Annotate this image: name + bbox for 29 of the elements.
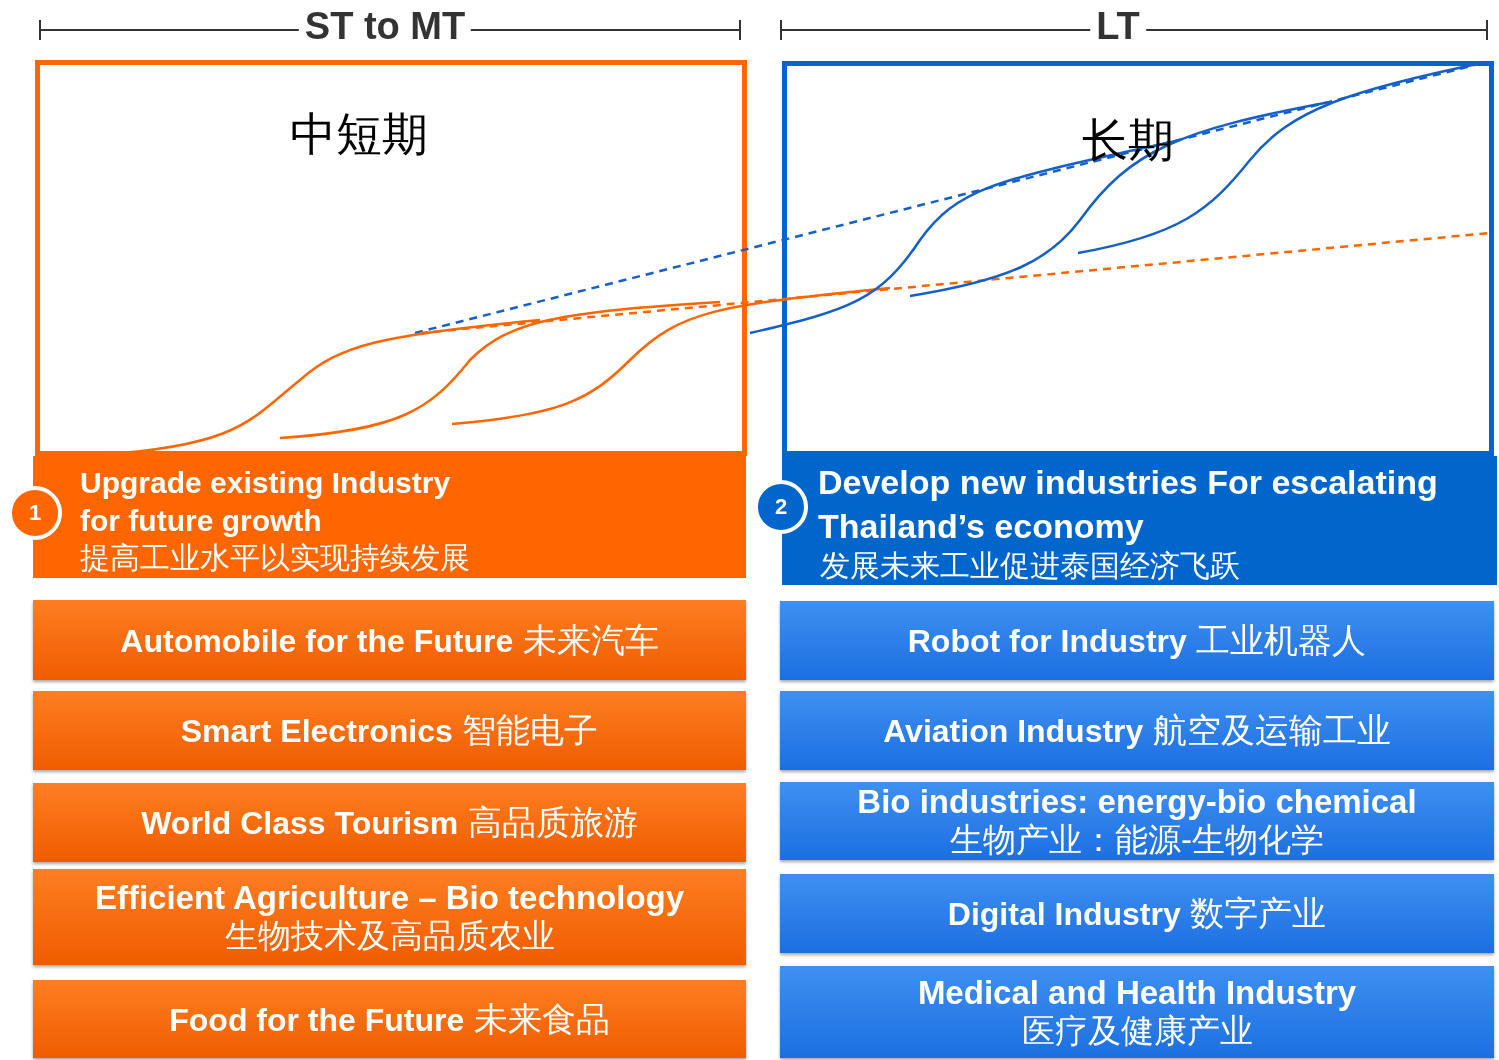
chinese-subtitle: 提高工业水平以实现持续发展 xyxy=(80,540,470,576)
industry-box xyxy=(780,782,1494,860)
box-heading: Efficient Agriculture – Bio technology xyxy=(94,879,685,917)
industry-box xyxy=(33,980,746,1058)
chinese-subtitle: 发展未来工业促进泰国经济飞跃 xyxy=(820,548,1240,584)
industry-box xyxy=(33,691,746,770)
industry-label: Robot for Industry 工业机器人 xyxy=(907,620,1367,661)
industry-label: Smart Electronics 智能电子 xyxy=(180,710,599,751)
industry-box xyxy=(780,601,1494,680)
industry-label: Food for the Future 未来食品 xyxy=(169,998,610,1040)
industry-box xyxy=(780,874,1494,953)
heading-text: Upgrade existing Industry for future growth xyxy=(80,465,452,539)
chinese-subtitle: 生物产业：能源-生物化学 xyxy=(950,821,1324,859)
industry-box xyxy=(780,691,1494,770)
heading-text: Develop new industries For escalating Thailand’s economy xyxy=(818,462,1439,547)
industry-label: Aviation Industry 航空及运输工业 xyxy=(883,710,1391,751)
industry-label: Automobile for the Future 未来汽车 xyxy=(120,619,659,661)
industry-label: Digital Industry 数字产业 xyxy=(947,893,1327,934)
chinese-subtitle: 医疗及健康产业 xyxy=(1021,1012,1253,1050)
industry-box xyxy=(780,966,1494,1058)
chinese-subtitle: 生物技术及高品质农业 xyxy=(224,917,555,955)
box-heading: Medical and Health Industry xyxy=(917,974,1357,1012)
panel-title: 中短期 xyxy=(290,108,428,162)
industry-box xyxy=(33,600,746,680)
timeframe-panel xyxy=(35,60,747,456)
industry-box xyxy=(33,869,746,965)
box-heading: Bio industries: energy-bio chemical xyxy=(857,783,1417,821)
industry-box xyxy=(33,783,746,862)
industry-label: World Class Tourism 高品质旅游 xyxy=(141,802,638,843)
